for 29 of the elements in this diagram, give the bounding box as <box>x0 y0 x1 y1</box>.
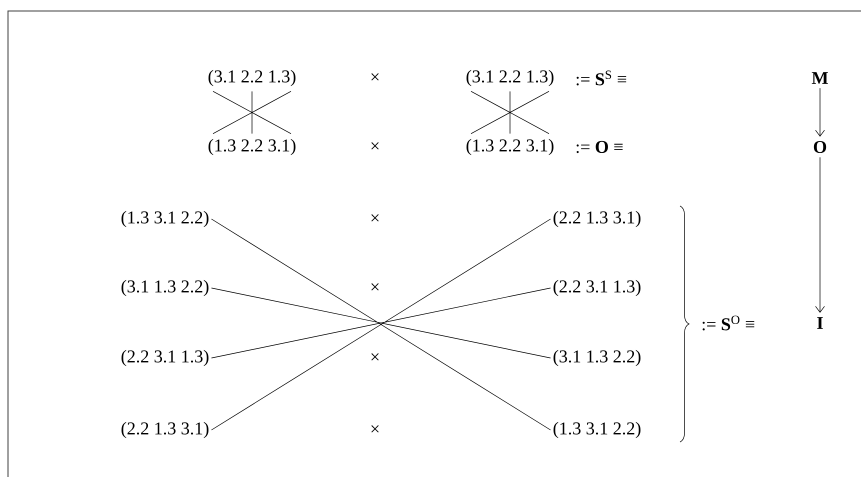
times-sign: × <box>371 73 379 80</box>
triple-text: (1.3 3.1 2.2) <box>554 422 640 438</box>
symbol-text: O <box>814 140 826 154</box>
definition-text: := S$^{O}$ ≡ <box>702 316 754 330</box>
triple-text: (3.1 2.2 1.3) <box>466 70 554 86</box>
times-sign: × <box>371 214 379 222</box>
arrow <box>815 88 825 137</box>
arrow <box>815 156 825 313</box>
connector-line <box>470 91 550 134</box>
triple-text: (1.3 3.1 2.2) <box>122 210 208 228</box>
definition-text: := S$^{S}$ ≡ <box>576 70 626 86</box>
triple-text: (1.3 2.2 3.1) <box>208 138 296 156</box>
symbol-text: I <box>817 317 823 329</box>
triple-text: (2.2 3.1 1.3) <box>554 280 640 296</box>
times-sign: × <box>371 425 379 432</box>
connector-line <box>212 91 292 134</box>
triple-text: (1.3 2.2 3.1) <box>466 138 554 156</box>
times-sign: × <box>371 353 379 360</box>
triple-text: (2.2 1.3 3.1) <box>122 422 208 438</box>
times-sign: × <box>371 283 379 290</box>
triple-text: (3.1 2.2 1.3) <box>208 70 296 86</box>
triple-text: (3.1 1.3 2.2) <box>122 280 208 296</box>
triple-text: (2.2 1.3 3.1) <box>554 210 640 228</box>
triple-text: (2.2 3.1 1.3) <box>122 350 208 366</box>
symbol-text: M <box>812 72 828 84</box>
triple-text: (3.1 1.3 2.2) <box>554 350 640 366</box>
crossing-lines <box>211 218 551 430</box>
definition-text: := O ≡ <box>576 140 623 154</box>
times-sign: × <box>371 142 379 150</box>
